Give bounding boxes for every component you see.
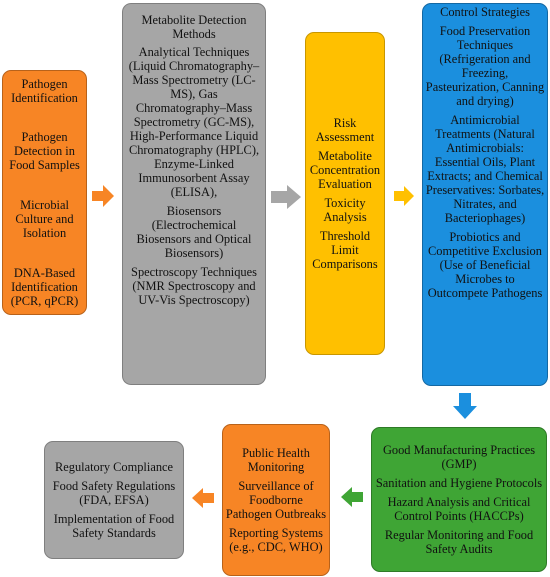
control-item-preservation: Food Preservation Techniques (Refrigerat… [425,24,545,108]
risk-item-concentration: Metabolite Concentration Evaluation [309,149,381,191]
control-item-probiotics: Probiotics and Competitive Exclusion (Us… [427,230,543,300]
metabolite-detection-box: Metabolite Detection Methods Analytical … [122,3,266,385]
regulatory-title: Regulatory Compliance [54,460,174,474]
detection-item-analytical: Analytical Techniques (Liquid Chromatogr… [128,45,260,199]
pathogen-identification-title: Pathogen Identification [11,77,78,105]
detection-item-spectroscopy: Spectroscopy Techniques (NMR Spectroscop… [131,265,257,307]
gmp-item-audits: Regular Monitoring and Food Safety Audit… [384,528,534,556]
detection-item-biosensors: Biosensors (Electrochemical Biosensors a… [136,204,252,260]
arrow-left-icon [192,488,214,508]
arrow-down-icon [453,393,477,419]
good-practices-box: Good Manufacturing Practices (GMP) Sanit… [371,427,547,572]
pathogen-item-dna: DNA-Based Identification (PCR, qPCR) [10,266,79,308]
pathogen-item-culture: Microbial Culture and Isolation [15,198,74,240]
risk-item-toxicity: Toxicity Analysis [323,196,367,224]
control-strategies-box: Control Strategies Food Preservation Tec… [422,3,548,386]
public-health-box: Public Health Monitoring Surveillance of… [222,424,330,576]
metabolite-detection-title: Metabolite Detection Methods [141,13,247,41]
public-health-item-reporting: Reporting Systems (e.g., CDC, WHO) [229,526,323,554]
regulatory-compliance-box: Regulatory Compliance Food Safety Regula… [44,441,184,559]
control-item-antimicrobial: Antimicrobial Treatments (Natural Antimi… [425,113,545,225]
gmp-item-manufacturing: Good Manufacturing Practices (GMP) [382,443,536,471]
arrow-right-icon [271,185,301,209]
gmp-item-sanitation: Sanitation and Hygiene Protocols [375,476,543,490]
risk-item-threshold: Threshold Limit Comparisons [312,229,378,271]
pathogen-identification-box: Pathogen Identification Pathogen Detecti… [2,70,87,315]
gmp-item-haccp: Hazard Analysis and Critical Control Poi… [387,495,531,523]
regulatory-item-standards: Implementation of Food Safety Standards [53,512,175,540]
arrow-right-icon [92,185,114,207]
pathogen-item-detection: Pathogen Detection in Food Samples [9,130,80,172]
arrow-right-icon [394,186,414,206]
public-health-title: Public Health Monitoring [242,446,310,474]
control-strategies-title: Control Strategies [440,5,530,19]
public-health-item-surveillance: Surveillance of Foodborne Pathogen Outbr… [225,479,327,521]
regulatory-item-regulations: Food Safety Regulations (FDA, EFSA) [52,479,176,507]
risk-assessment-title: Risk Assessment [315,116,375,144]
risk-assessment-box: Risk Assessment Metabolite Concentration… [305,32,385,355]
arrow-left-icon [341,487,363,507]
